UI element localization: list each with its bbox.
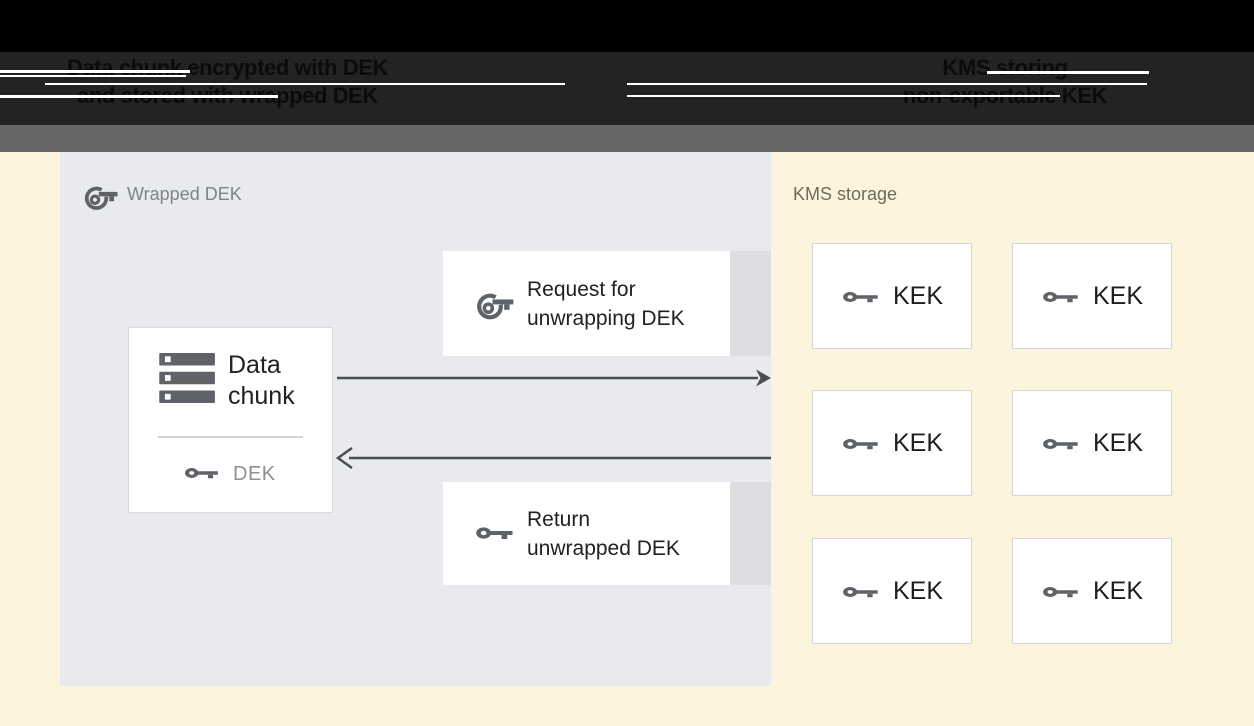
- data-chunk-title-line1: Data: [228, 351, 281, 379]
- dek-label: DEK: [233, 463, 276, 485]
- return-unwrap-line1: Return: [527, 508, 591, 531]
- key-icon: [841, 430, 881, 458]
- header-gray-strip: [0, 125, 1254, 152]
- redaction-streak: [627, 83, 1147, 85]
- kek-label: KEK: [893, 282, 944, 310]
- redaction-streak: [0, 95, 278, 98]
- request-unwrap-box-shadow: [730, 251, 771, 356]
- redaction-streak: [0, 70, 190, 73]
- key-icon: [1041, 283, 1081, 311]
- kek-label: KEK: [893, 577, 944, 605]
- kek-label: KEK: [1093, 577, 1144, 605]
- caption-kms-line1: KMS storing: [942, 55, 1068, 80]
- key-icon: [474, 517, 516, 549]
- key-icon: [841, 283, 881, 311]
- kek-label: KEK: [1093, 282, 1144, 310]
- request-unwrap-line1: Request for: [527, 278, 636, 301]
- key-icon: [1041, 430, 1081, 458]
- kek-box: KEK: [812, 538, 972, 644]
- redaction-streak: [987, 71, 1149, 74]
- kek-label: KEK: [1093, 429, 1144, 457]
- caption-data-chunk-line1: Data chunk encrypted with DEK: [67, 55, 388, 80]
- redaction-streak: [627, 95, 1060, 97]
- data-chunk-title-line2: chunk: [228, 382, 295, 410]
- wrapped-key-icon: [83, 178, 119, 214]
- data-chunk-stack-icon: [159, 353, 217, 403]
- wrapped-key-icon: [474, 284, 516, 324]
- kek-label: KEK: [893, 429, 944, 457]
- redaction-streak: [0, 75, 186, 77]
- arrow-right-head: [756, 369, 771, 387]
- key-icon: [1041, 578, 1081, 606]
- top-black-bar: [0, 0, 1254, 52]
- redaction-streak: [45, 83, 565, 85]
- kek-box: KEK: [1012, 390, 1172, 496]
- key-icon: [183, 459, 221, 487]
- kek-box: KEK: [812, 243, 972, 349]
- arrow-left-head: [335, 446, 353, 470]
- header-dark-band: [0, 52, 1254, 125]
- wrapped-dek-label: Wrapped DEK: [127, 184, 242, 204]
- request-unwrap-line2: unwrapping DEK: [527, 307, 685, 330]
- request-return-arrows: [335, 369, 771, 470]
- request-unwrap-text: Request for unwrapping DEK: [527, 275, 685, 333]
- data-chunk-divider: [158, 436, 303, 438]
- return-unwrap-box-shadow: [730, 482, 771, 585]
- key-icon: [841, 578, 881, 606]
- kek-box: KEK: [812, 390, 972, 496]
- return-unwrap-line2: unwrapped DEK: [527, 537, 680, 560]
- caption-data-chunk: Data chunk encrypted with DEK and stored…: [55, 54, 400, 110]
- return-unwrap-text: Return unwrapped DEK: [527, 505, 680, 563]
- kms-storage-label: KMS storage: [793, 184, 898, 204]
- data-chunk-title: Data chunk: [228, 350, 295, 412]
- kek-box: KEK: [1012, 538, 1172, 644]
- caption-kms: KMS storing non-exportable KEK: [830, 54, 1180, 110]
- kek-box: KEK: [1012, 243, 1172, 349]
